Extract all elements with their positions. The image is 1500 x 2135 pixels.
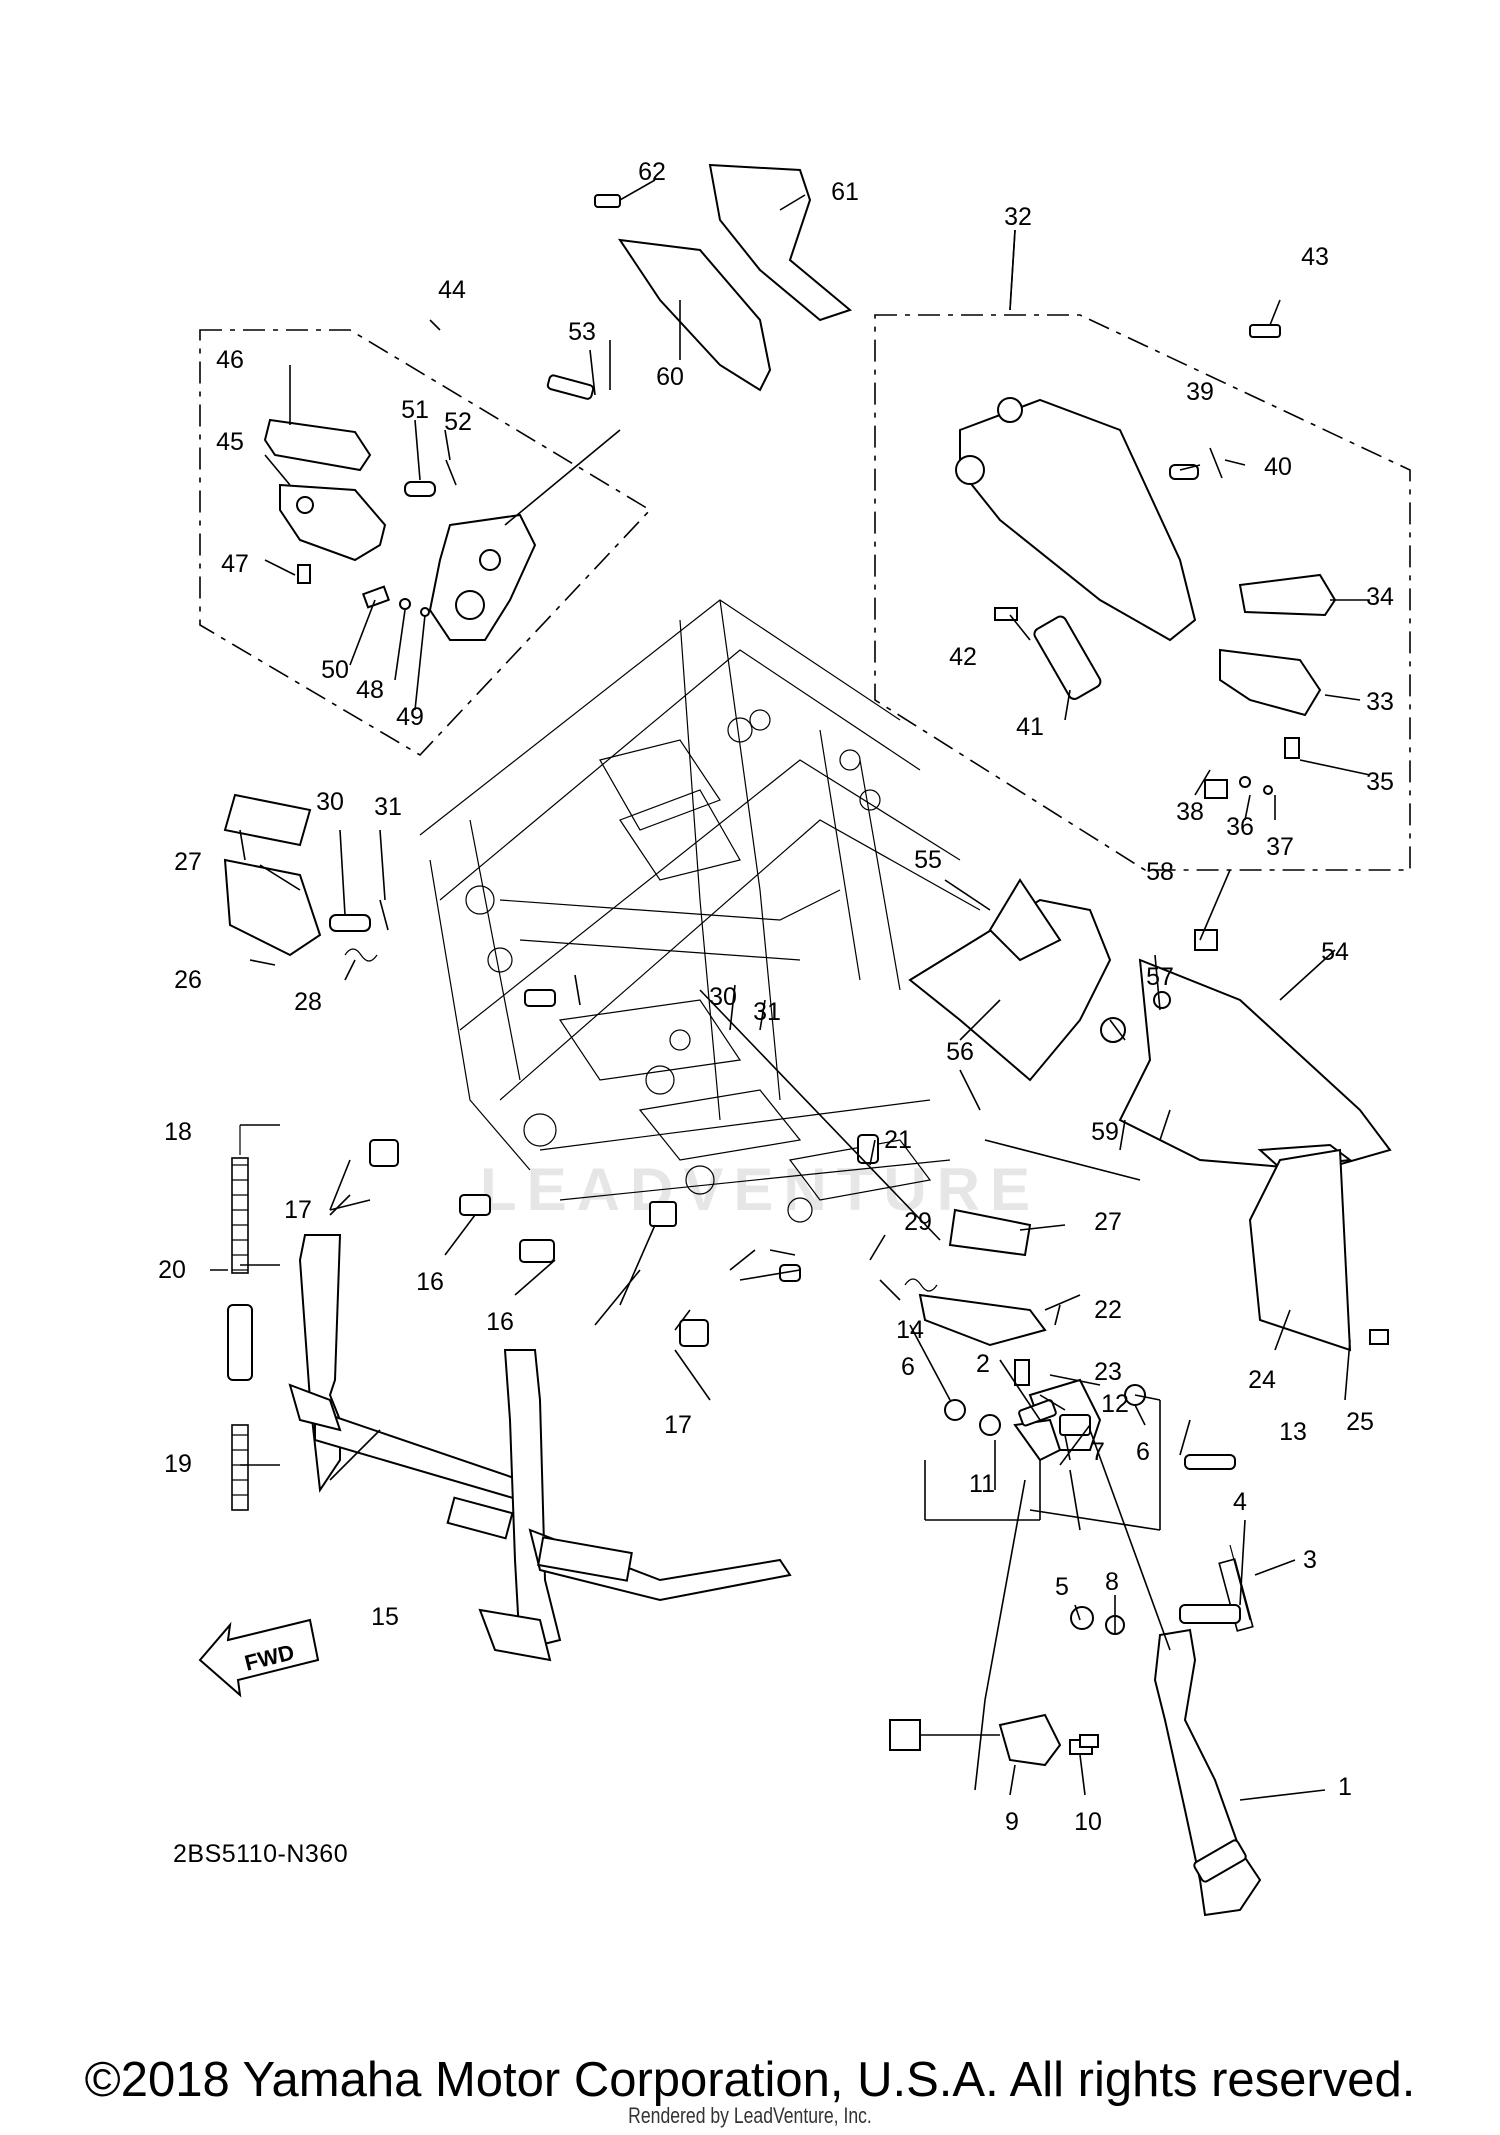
- frame-drawing: [419, 599, 981, 1223]
- callout-19: 19: [164, 1450, 192, 1478]
- callout-22: 22: [1094, 1296, 1122, 1324]
- callout-16b: 16: [486, 1308, 514, 1336]
- callout-7: 7: [1091, 1438, 1105, 1466]
- callout-57: 57: [1146, 963, 1174, 991]
- callout-30: 30: [316, 788, 344, 816]
- callout-29: 29: [904, 1208, 932, 1236]
- callout-9: 9: [1005, 1808, 1019, 1836]
- callout-18: 18: [164, 1118, 192, 1146]
- callout-15: 15: [371, 1603, 399, 1631]
- callout-8: 8: [1105, 1568, 1119, 1596]
- callout-39: 39: [1186, 378, 1214, 406]
- callout-27b: 27: [1094, 1208, 1122, 1236]
- fwd-arrow-icon: FWD: [198, 1618, 320, 1698]
- callout-50: 50: [321, 656, 349, 684]
- callout-45: 45: [216, 428, 244, 456]
- footpegs: [223, 793, 1047, 1386]
- callout-16: 16: [416, 1268, 444, 1296]
- callout-11: 11: [969, 1470, 995, 1498]
- callout-4: 4: [1233, 1488, 1247, 1516]
- callout-20: 20: [158, 1256, 186, 1284]
- callout-41: 41: [1016, 713, 1044, 741]
- callout-27: 27: [174, 848, 202, 876]
- rendered-by-notice: Rendered by LeadVenture, Inc.: [628, 2103, 872, 2128]
- callout-48: 48: [356, 676, 384, 704]
- callout-38: 38: [1176, 798, 1204, 826]
- callout-30b: 30: [709, 983, 737, 1011]
- callout-26: 26: [174, 966, 202, 994]
- callout-54: 54: [1321, 938, 1349, 966]
- callout-6: 6: [901, 1353, 915, 1381]
- callout-28: 28: [294, 988, 322, 1016]
- springs: [227, 1125, 1254, 1632]
- callout-46: 46: [216, 346, 244, 374]
- left-footrest-assembly: [263, 374, 595, 641]
- right-footrest-assembly: [955, 324, 1337, 799]
- callout-32: 32: [1004, 203, 1032, 231]
- callout-10: 10: [1074, 1808, 1102, 1836]
- callout-34: 34: [1366, 583, 1394, 611]
- callout-44: 44: [438, 276, 466, 304]
- callout-51: 51: [401, 396, 429, 424]
- callouts: 1 2 3 4 5 6 6 7 8 9 10 11 12 13 14 15 16…: [158, 158, 1394, 1836]
- callout-43: 43: [1301, 243, 1329, 271]
- callout-55: 55: [914, 846, 942, 874]
- callout-58: 58: [1146, 858, 1174, 886]
- callout-61: 61: [831, 178, 859, 206]
- callout-31b: 31: [753, 998, 781, 1026]
- callout-25: 25: [1346, 1408, 1374, 1436]
- callout-17b: 17: [664, 1411, 692, 1439]
- callout-47: 47: [221, 550, 249, 578]
- callout-3: 3: [1303, 1546, 1317, 1574]
- callout-14: 14: [896, 1316, 924, 1344]
- callout-59: 59: [1091, 1118, 1119, 1146]
- callout-13: 13: [1279, 1418, 1307, 1446]
- assembly-boundary-32: [874, 314, 1411, 871]
- copyright-notice: ©2018 Yamaha Motor Corporation, U.S.A. A…: [84, 2053, 1416, 2107]
- main-stand: [288, 1234, 792, 1662]
- callout-24: 24: [1248, 1366, 1276, 1394]
- callout-62: 62: [638, 158, 666, 186]
- callout-17: 17: [284, 1196, 312, 1224]
- callout-21: 21: [884, 1126, 912, 1154]
- callout-5: 5: [1055, 1573, 1069, 1601]
- covers: [594, 163, 1392, 1352]
- callout-52: 52: [444, 408, 472, 436]
- callout-40: 40: [1264, 453, 1292, 481]
- callout-33: 33: [1366, 688, 1394, 716]
- callout-23: 23: [1094, 1358, 1122, 1386]
- callout-53: 53: [568, 318, 596, 346]
- callout-2: 2: [976, 1350, 990, 1378]
- callout-56: 56: [946, 1038, 974, 1066]
- watermark-text: LEADVENTURE: [480, 1156, 1041, 1223]
- leader-lines: [210, 179, 1371, 1801]
- callout-37: 37: [1266, 833, 1294, 861]
- callout-31: 31: [374, 793, 402, 821]
- callout-12: 12: [1101, 1390, 1129, 1418]
- diagram-code: 2BS5110-N360: [173, 1840, 349, 1868]
- callout-49: 49: [396, 703, 424, 731]
- callout-60: 60: [656, 363, 684, 391]
- callout-42: 42: [949, 643, 977, 671]
- callout-35: 35: [1366, 768, 1394, 796]
- callout-36: 36: [1226, 813, 1254, 841]
- side-stand: [889, 1378, 1262, 1917]
- callout-6b: 6: [1136, 1438, 1150, 1466]
- callout-1: 1: [1338, 1773, 1352, 1801]
